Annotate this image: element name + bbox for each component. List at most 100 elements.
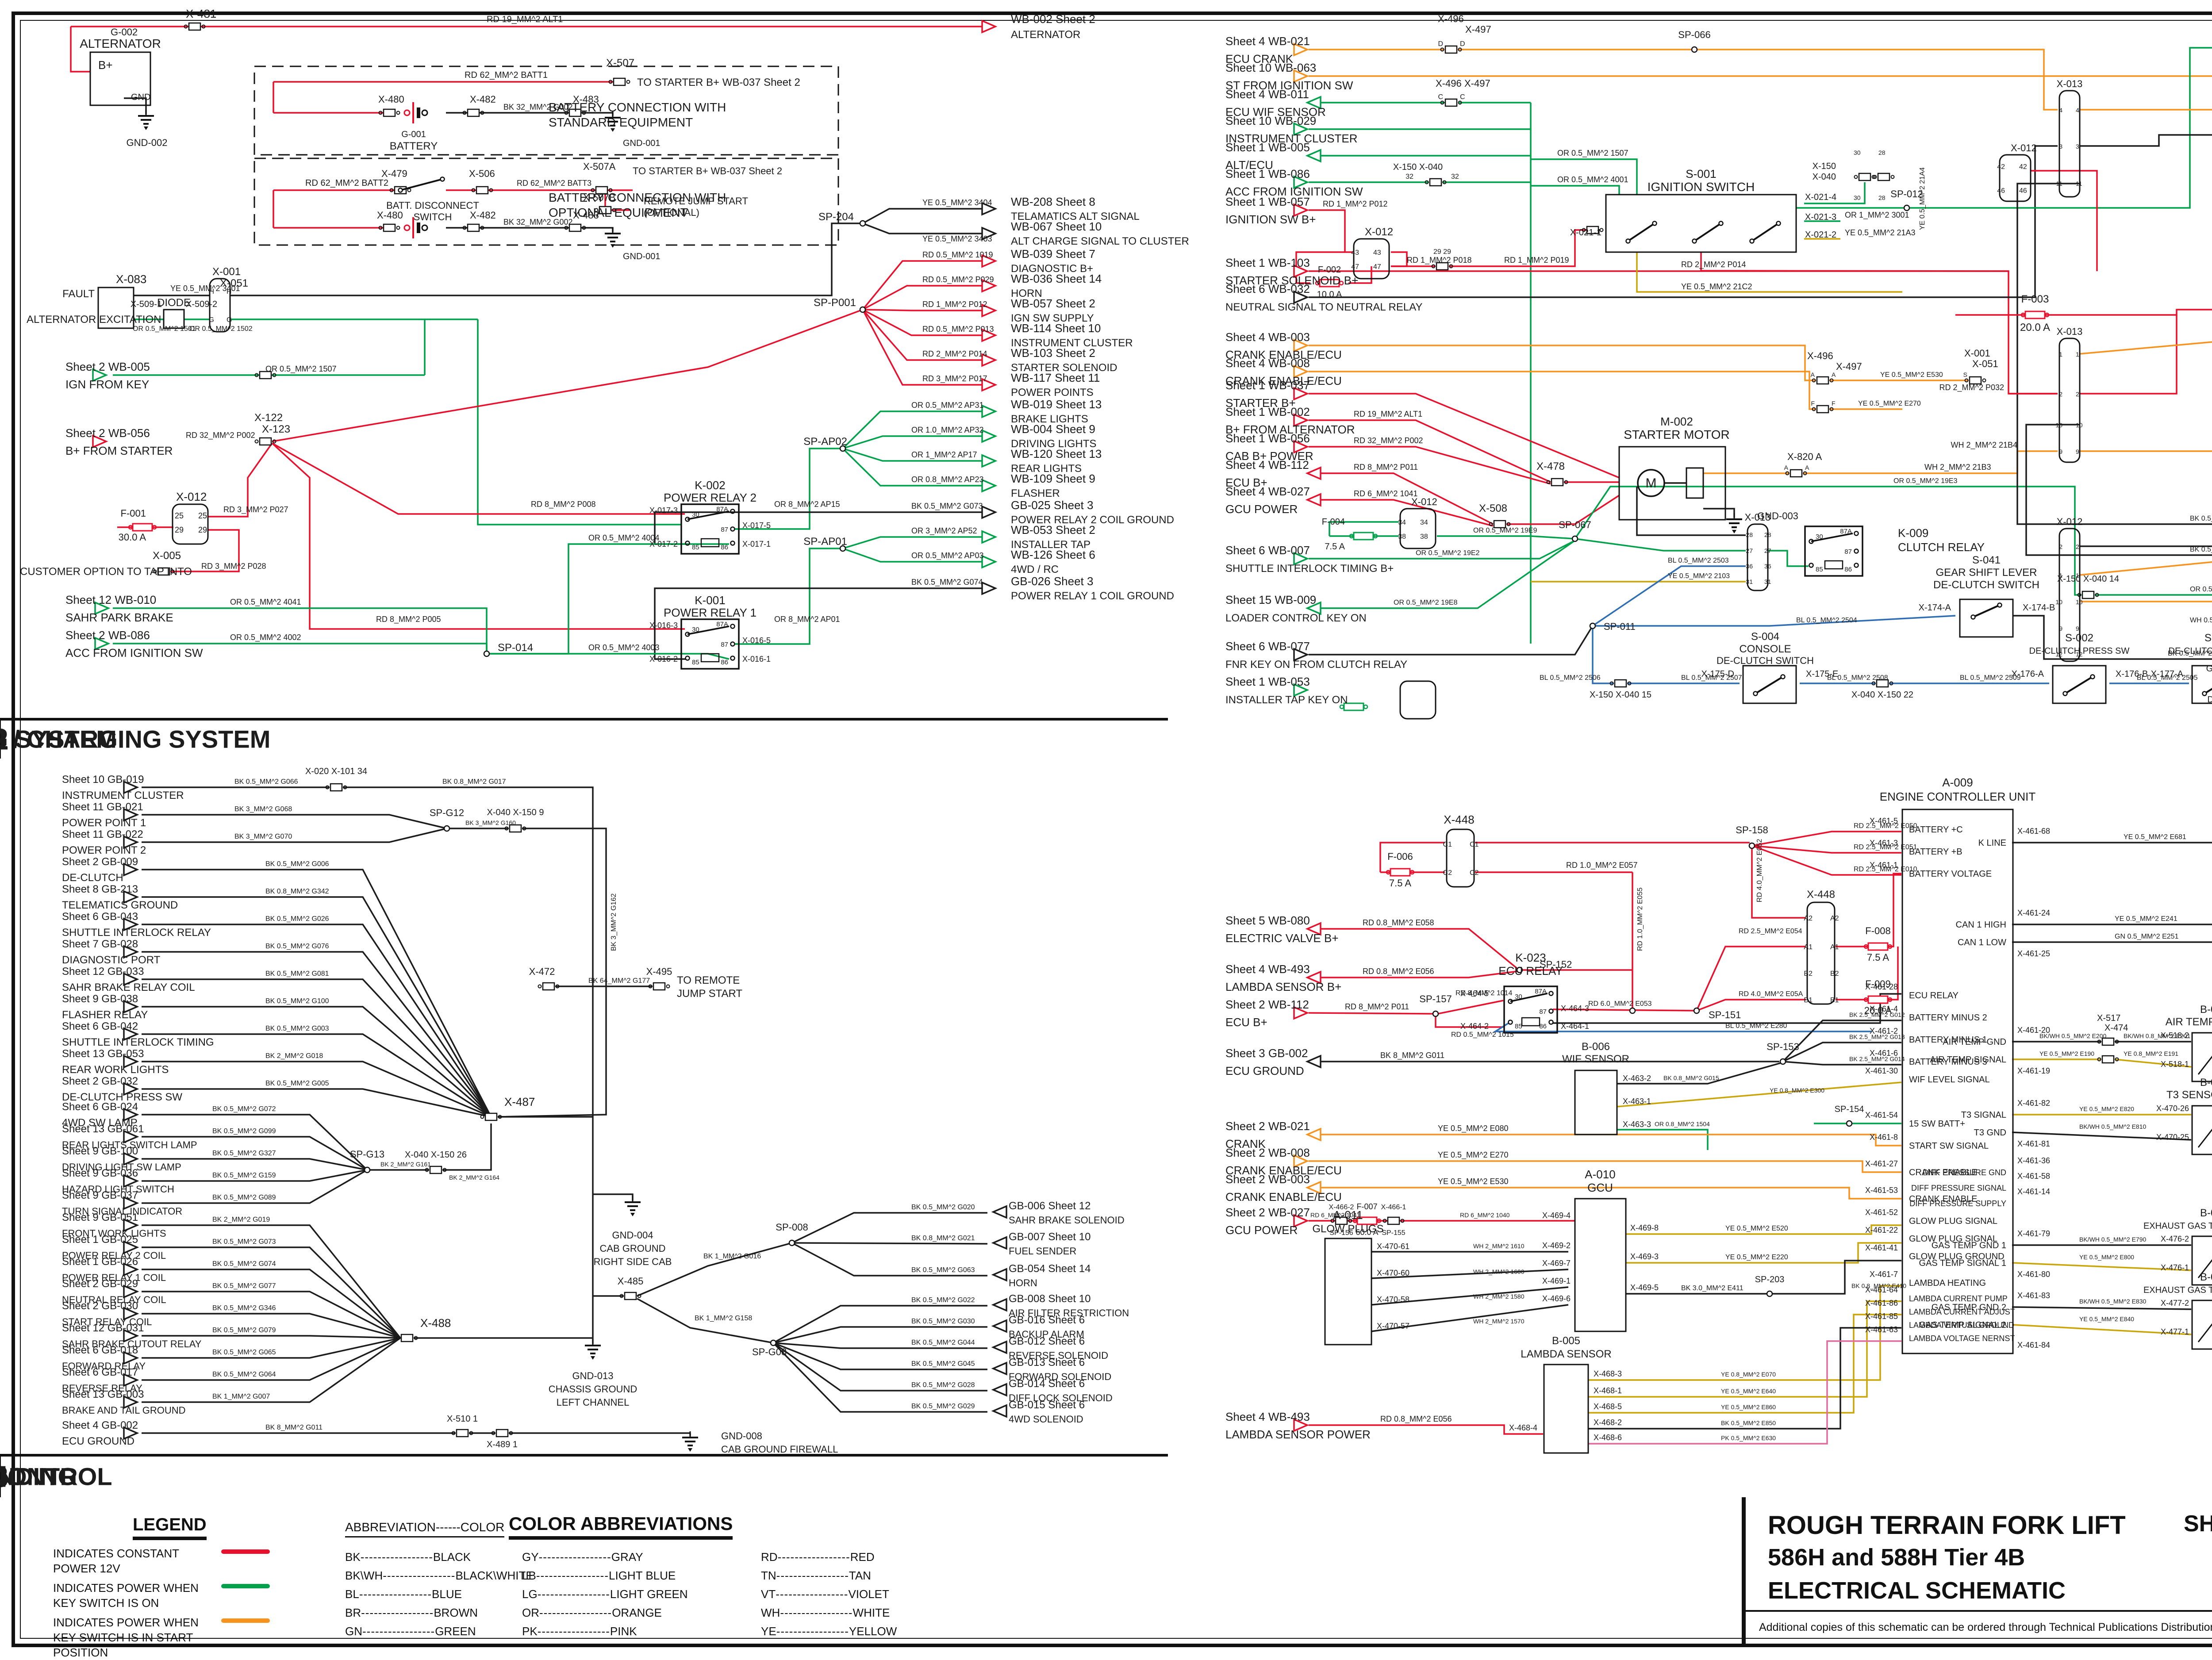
label-text: WB-109 Sheet 9 [1011,472,1095,485]
sheet-flag [982,531,995,543]
label-text: RD 2_MM^2 P014 [922,349,987,359]
label-text: X-497 [1836,361,1862,372]
label-text: F-006 [1387,851,1413,862]
label-text: POWER RELAY 1 COIL GROUND [1011,590,1174,602]
abbrev-leader: ----------------- [776,1625,849,1638]
label-text: Sheet 6 WB-077 [1225,640,1310,653]
connector-body [1859,173,1870,180]
label-text: YE 0.5_MM^2 E241 [2115,915,2177,923]
abbrev-color: YELLOW [849,1625,897,1638]
label-text: Sheet 12 GB-031 [62,1322,144,1334]
label-text: HORN [1009,1277,1037,1288]
label-text: OR 0.5_MM^2 19E9 [1473,527,1537,534]
label-text: CUSTOMER OPTION TO TAP INTO [20,566,192,578]
label-text: X-461-82 [2017,1099,2050,1108]
label-text: SP-152 [1540,959,1572,970]
label-text: Sheet 2 GB-029 [62,1278,138,1290]
label-text: BK 0.5_MM^2 G346 [212,1304,276,1312]
label-text: BK 1_MM^2 G007 [212,1393,270,1400]
connector-body [1551,479,1563,486]
label-text: X-487 [504,1095,535,1108]
label-text: OR 3_MM^2 AP52 [911,526,977,536]
label-text: X-476-1 [2161,1263,2189,1272]
connector-pin [1891,176,1894,179]
wire [2080,105,2212,110]
abbrev-code: OR [522,1606,539,1619]
splice-dot [1694,1008,1699,1013]
legend-title: LEGEND [133,1515,207,1540]
label-text: X-461-3 [1870,839,1898,847]
label-text: X-012 [1365,226,1393,238]
blade-line [2065,677,2093,694]
label-text: YE 0.5_MM^2 E520 [1725,1225,1788,1232]
label-text: X-016-1 [742,655,771,663]
label-text: K-001 [695,594,725,607]
title-block-rule [1746,1610,2212,1612]
connector-pin [1983,379,1986,382]
label-text: JUMP START [677,988,742,1000]
label-text: X-461-8 [1870,1133,1898,1142]
wire [142,924,491,1117]
label-text: Sheet 12 WB-010 [65,593,156,606]
label-text: 7.5 A [1389,878,1411,889]
label-text: 4 [2076,107,2079,114]
label-text: AIR TEMP GND [1943,1037,2006,1047]
label-text: RD 32_MM^2 P002 [186,431,255,440]
label-text: X-017-5 [742,521,771,530]
label-text: 85 [1816,566,1823,573]
label-text: 46 [2019,187,2027,195]
label-text: BK 0.5_MM^2 G029 [911,1403,975,1410]
label-text: BK 0.5_MM^2 G003 [265,1025,329,1032]
label-text: X-464-5 [1460,989,1489,998]
fuse [129,524,156,531]
connector-body [496,1430,508,1437]
label-text: AIR TEMP SENSOR [2166,1016,2212,1028]
label-text: LAMBDA VOLTAGE NERNST [1909,1334,2015,1343]
label-text: X-461-5 [1870,817,1898,825]
switch-blade [1693,222,1723,243]
wire [1575,539,1746,551]
label-text: X-461-27 [1865,1159,1898,1168]
label-text: OR 0.5_MM^2 19E3 [1893,477,1958,485]
abbrev-code: TN [761,1569,776,1582]
label-text: ACC FROM IGNITION SW [65,646,203,659]
label-text: X-017-1 [742,540,771,548]
label-text: Sheet 2 GB-009 [62,856,138,868]
abbrev-row: GY-----------------GRAY [522,1550,643,1564]
label-text: Sheet 13 GB-053 [62,1048,144,1060]
battery-terminal [422,225,427,230]
label-text: GB-013 Sheet 6 [1009,1357,1085,1369]
label-text: 4 [2059,107,2062,114]
splice-dot [771,1340,776,1346]
abbrev-leader: ----------------- [780,1606,853,1619]
relay-pin [1855,532,1859,536]
fuse [1864,943,1892,950]
label-text: STARTING SYSTEM [0,725,117,753]
connector-body [189,23,200,30]
fuse-body [1354,533,1373,540]
label-text: BK 8_MM^2 G011 [265,1424,323,1431]
label-text: RD 8_MM^2 P011 [1354,463,1418,472]
label-text: X-477-1 [2161,1327,2189,1336]
abbrev-header: ABBREVIATION------COLOR [345,1520,504,1537]
starter-motor-symbol: M [1638,470,1664,496]
label-text: RD 2_MM^2 P014 [1681,260,1746,269]
label-text: X-150 X-040 [1393,162,1443,172]
label-text: BK/WH 0.8_MM^2 E201 [2124,1032,2191,1039]
inline-connector [609,78,630,85]
wire [1701,252,2008,271]
label-text: RD 6_MM^2 1041 [1354,489,1418,498]
connector-body [1817,406,1828,413]
label-text: WB-114 Sheet 10 [1011,322,1101,335]
label-text: BK 64_MM^2 G177 [588,977,650,985]
label-text: WIF LEVEL SIGNAL [1909,1075,1990,1085]
label-text: 10 [2076,598,2083,606]
label-text: GCU POWER [1225,1223,1298,1237]
label-text: YE 0.5_MM^2 E270 [1858,400,1921,407]
label-text: 43 [1351,249,1359,257]
abbrev-code: VT [761,1587,776,1601]
connector-body [1430,179,1441,186]
label-text: BATTERY MINUS 2 [1909,1013,1987,1023]
label-text: WB-120 Sheet 13 [1011,447,1102,460]
label-text: 3 [2076,143,2079,150]
